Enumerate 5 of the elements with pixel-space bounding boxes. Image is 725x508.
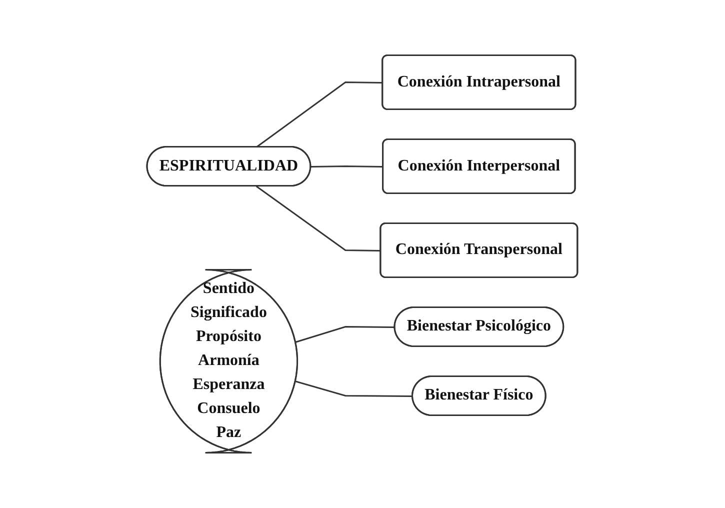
connector — [296, 326, 396, 343]
connector — [311, 166, 384, 168]
connector — [256, 82, 384, 148]
connector — [256, 186, 382, 252]
connector — [296, 380, 414, 397]
